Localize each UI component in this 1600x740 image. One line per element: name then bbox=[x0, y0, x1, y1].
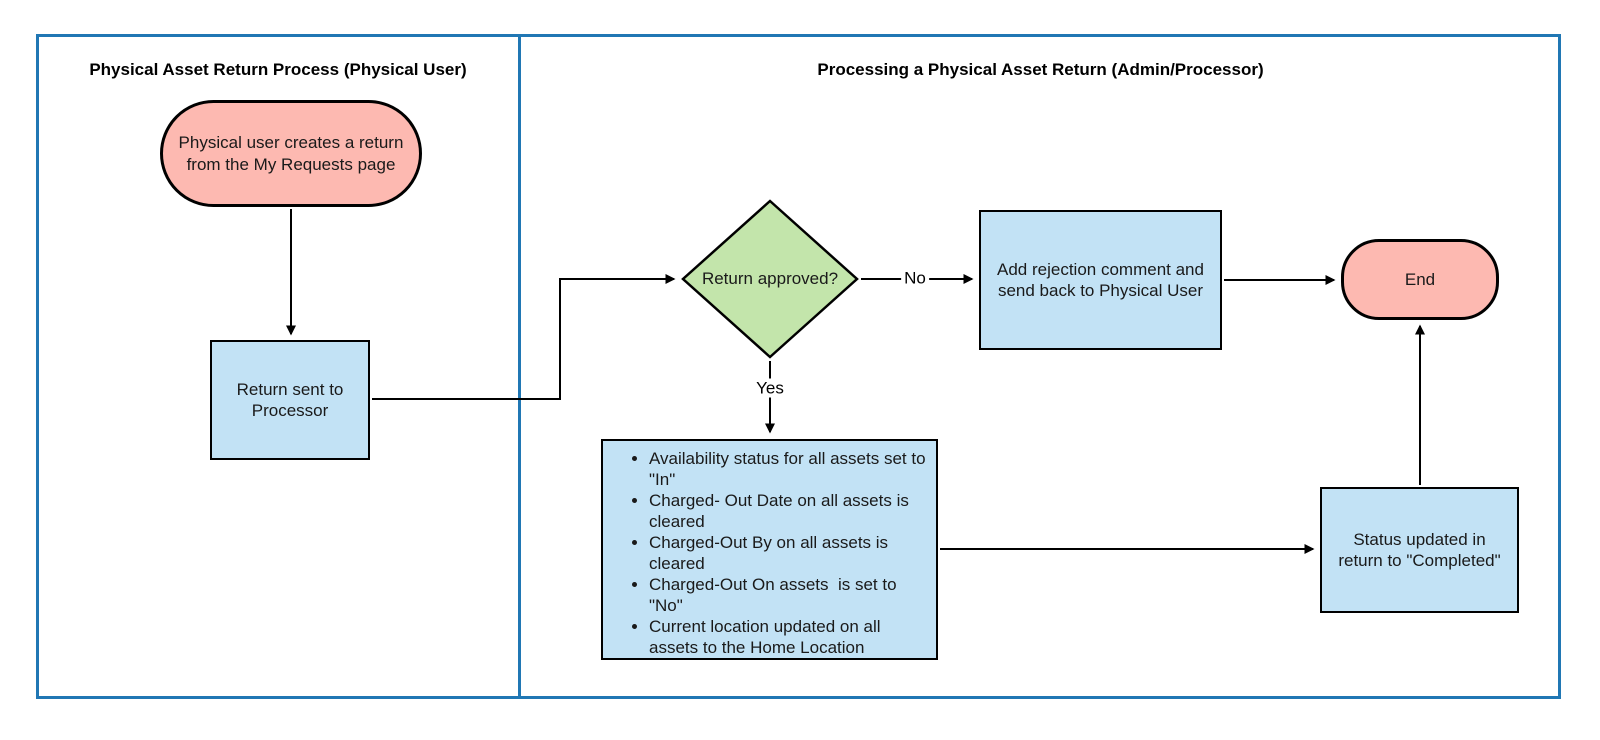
status-updated-label: Status updated in return to "Completed" bbox=[1338, 529, 1501, 570]
edge-label-no: No bbox=[901, 268, 929, 288]
start-terminator-label: Physical user creates a return from the … bbox=[178, 133, 404, 174]
edge-label-yes: Yes bbox=[753, 378, 787, 398]
return-sent-label: Return sent to Processor bbox=[236, 379, 344, 420]
end-terminator-label: End bbox=[1404, 269, 1436, 289]
lane-title-admin-processor: Processing a Physical Asset Return (Admi… bbox=[817, 60, 1264, 79]
decision-diamond: Return approved? bbox=[681, 199, 859, 359]
asset-update-item: Availability status for all assets set t… bbox=[649, 448, 932, 490]
rejection-label: Add rejection comment and send back to P… bbox=[997, 259, 1204, 300]
lane-title-physical-user: Physical Asset Return Process (Physical … bbox=[89, 60, 467, 79]
swimlane-divider bbox=[518, 34, 521, 699]
status-updated-box: Status updated in return to "Completed" bbox=[1320, 487, 1519, 613]
asset-update-item: Charged- Out Date on all assets is clear… bbox=[649, 490, 932, 532]
decision-label: Return approved? bbox=[701, 269, 839, 288]
asset-update-item: Current location updated on all assets t… bbox=[649, 616, 932, 658]
end-terminator: End bbox=[1341, 239, 1499, 320]
decision-diamond-shape bbox=[681, 199, 859, 359]
swimlane-frame bbox=[36, 34, 1561, 699]
asset-updates-list: Availability status for all assets set t… bbox=[603, 441, 936, 658]
rejection-process-box: Add rejection comment and send back to P… bbox=[979, 210, 1222, 350]
return-sent-process-box: Return sent to Processor bbox=[210, 340, 370, 460]
start-terminator: Physical user creates a return from the … bbox=[160, 100, 422, 207]
asset-updates-box: Availability status for all assets set t… bbox=[601, 439, 938, 660]
asset-update-item: Charged-Out By on all assets is cleared bbox=[649, 532, 932, 574]
asset-update-item: Charged-Out On assets is set to "No" bbox=[649, 574, 932, 616]
